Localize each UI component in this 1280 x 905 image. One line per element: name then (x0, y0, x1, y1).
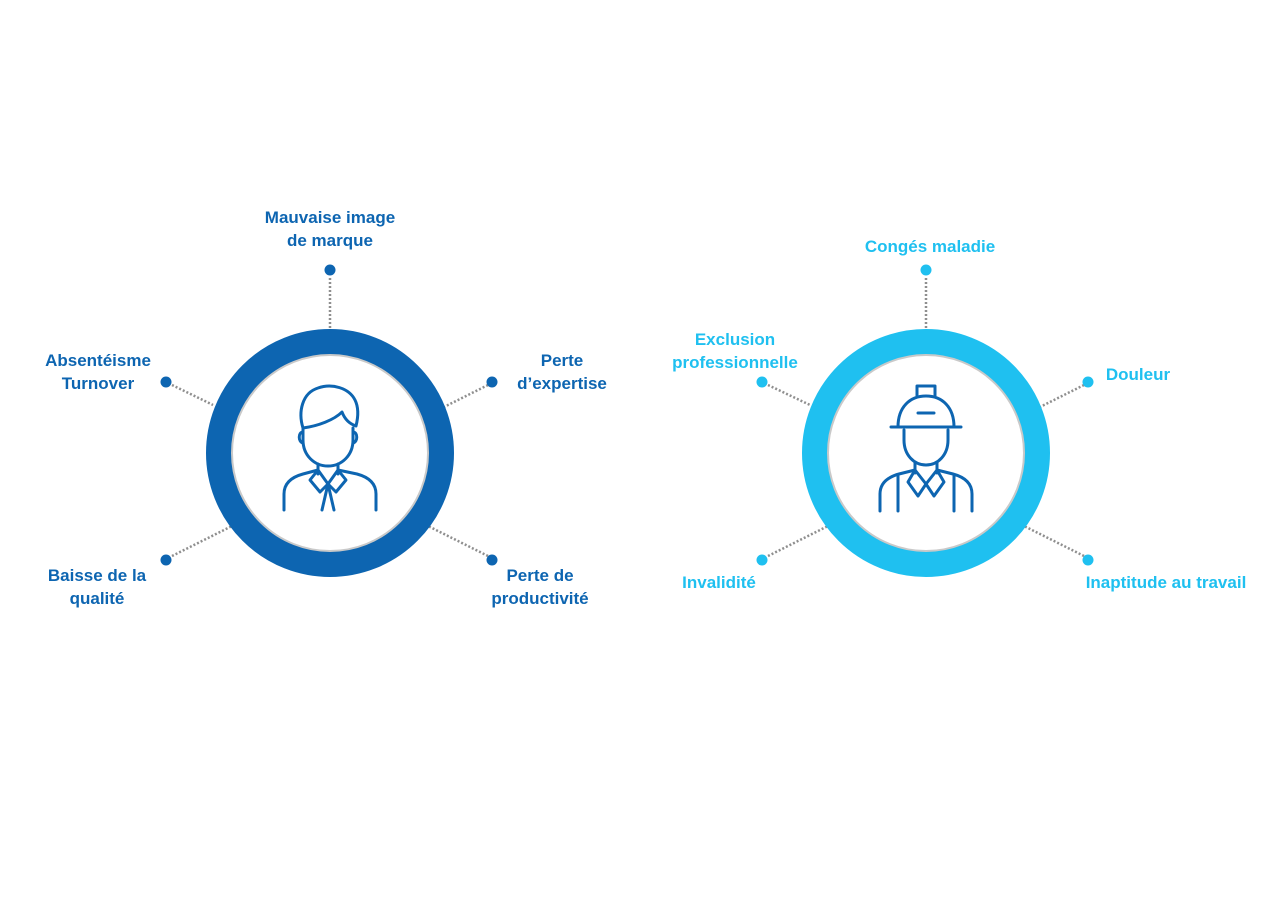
label-employee-top: Congés maladie (864, 237, 996, 256)
businessman-icon (282, 384, 378, 512)
label-employee-lower-left: Invalidité (682, 573, 756, 592)
label-employee-upper-left: Exclusion professionnelle (672, 330, 798, 372)
label-employer-lower-right: Perte de productivité (491, 566, 589, 608)
connector-employer-upper-left (171, 383, 214, 407)
connector-employee-lower-left (767, 524, 829, 558)
label-employee-lower-right: Inaptitude au travail (1085, 573, 1247, 592)
employee-connectors (767, 278, 1085, 558)
dot-employee-lower-right (1082, 554, 1094, 566)
employer-ring (206, 329, 454, 577)
dot-employee-upper-right (1082, 376, 1094, 388)
dot-employee-lower-left (756, 554, 768, 566)
construction-worker-icon (878, 384, 974, 513)
connector-employee-lower-right (1023, 524, 1085, 558)
connector-employee-upper-left (767, 383, 811, 407)
dot-employee-top (920, 264, 932, 276)
connector-employer-lower-left (171, 524, 233, 558)
dot-employer-top (324, 264, 336, 276)
connector-employer-lower-right (427, 524, 489, 558)
employee-ring (802, 329, 1050, 577)
label-employee-upper-right: Douleur (1105, 365, 1171, 384)
dot-employer-lower-left (160, 554, 172, 566)
employer-connectors (171, 278, 489, 558)
label-employer-upper-right: Perte d’expertise (517, 351, 607, 393)
employer-connector-dots (160, 264, 498, 566)
employee-connector-dots (756, 264, 1094, 566)
connector-employee-upper-right (1039, 383, 1085, 409)
dot-employer-upper-right (486, 376, 498, 388)
label-employer-lower-left: Baisse de la qualité (47, 566, 147, 608)
dot-employer-lower-right (486, 554, 498, 566)
dot-employee-upper-left (756, 376, 768, 388)
label-employer-upper-left: Absentéisme Turnover (45, 351, 151, 393)
label-employer-top: Mauvaise image de marque (264, 208, 396, 250)
dot-employer-upper-left (160, 376, 172, 388)
connector-employer-upper-right (443, 383, 489, 409)
